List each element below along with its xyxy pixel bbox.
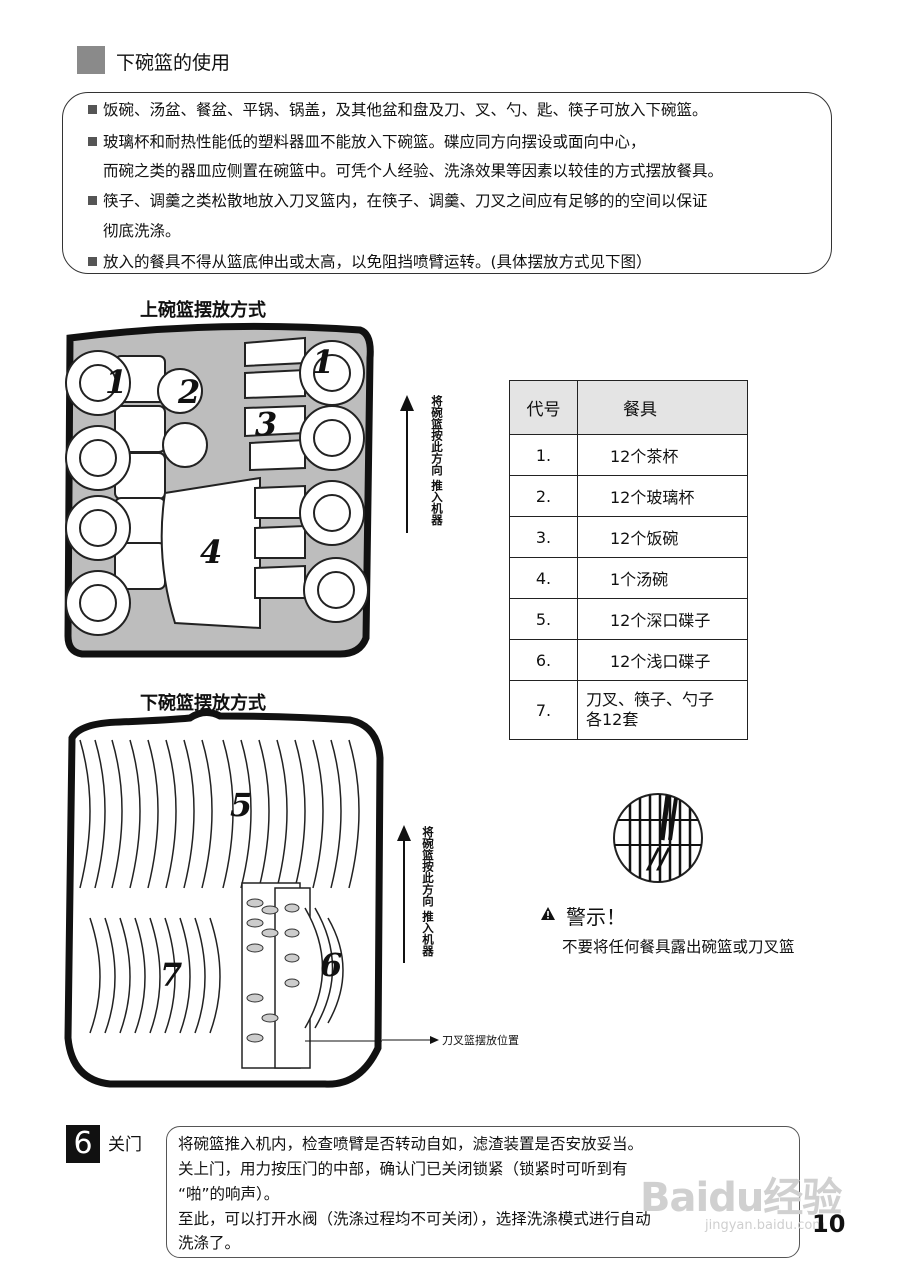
upper-basket-caption: 上碗篮摆放方式 bbox=[140, 300, 266, 321]
legend-code: 7. bbox=[509, 680, 578, 740]
cutlery-pointer-arrow-icon bbox=[382, 1036, 439, 1044]
push-direction-arrow-icon bbox=[397, 825, 411, 963]
legend-item: 刀叉、筷子、勺子 各12套 bbox=[577, 680, 748, 740]
table-row: 3. 12个饭碗 bbox=[509, 516, 748, 558]
legend-item: 12个深口碟子 bbox=[577, 598, 748, 640]
page-number: 10 bbox=[812, 1210, 846, 1238]
legend-item: 12个浅口碟子 bbox=[577, 639, 748, 681]
step-text-line: 将碗篮推入机内，检查喷臂是否转动自如，滤渣装置是否安放妥当。 bbox=[178, 1135, 644, 1153]
legend-code: 3. bbox=[509, 516, 578, 558]
legend-code: 4. bbox=[509, 557, 578, 599]
table-row: 4. 1个汤碗 bbox=[509, 557, 748, 599]
upper-arrow-text: 将碗篮按此方向 推入机器 bbox=[430, 395, 444, 526]
step-label: 关门 bbox=[108, 1135, 142, 1155]
note-item: 玻璃杯和耐热性能低的塑料器皿不能放入下碗篮。碟应同方向摆设或面向中心， bbox=[88, 132, 646, 152]
upper-label: 2 bbox=[177, 373, 200, 411]
push-direction-arrow-icon bbox=[400, 395, 414, 533]
lower-arrow-text: 将碗篮按此方向 推入机器 bbox=[421, 826, 435, 957]
watermark-url: jingyan.baidu.com bbox=[705, 1218, 825, 1233]
table-row: 7. 刀叉、筷子、勺子 各12套 bbox=[509, 680, 748, 740]
upper-label: 1 bbox=[312, 343, 334, 381]
table-row: 6. 12个浅口碟子 bbox=[509, 639, 748, 681]
upper-label: 3 bbox=[255, 405, 277, 443]
step-box bbox=[166, 1126, 800, 1258]
cutlery-basket-note: 刀叉篮摆放位置 bbox=[442, 1034, 519, 1047]
section-marker bbox=[77, 46, 105, 74]
bullet-icon bbox=[88, 257, 97, 266]
legend-header-row: 代号 餐具 bbox=[509, 380, 748, 435]
lower-basket-illustration: 5 7 6 bbox=[64, 709, 384, 1088]
table-row: 5. 12个深口碟子 bbox=[509, 598, 748, 640]
svg-text://: // bbox=[645, 842, 671, 875]
warning-title: 警示！ bbox=[566, 905, 626, 929]
notes-box bbox=[62, 92, 832, 274]
note-item-continued: 彻底洗涤。 bbox=[103, 222, 181, 240]
bullet-icon bbox=[88, 196, 97, 205]
lower-label: 7 bbox=[160, 956, 182, 994]
note-item-continued: 而碗之类的器皿应侧置在碗篮中。可凭个人经验、洗涤效果等因素以较佳的方式摆放餐具。 bbox=[103, 162, 724, 180]
legend-item: 12个茶杯 bbox=[577, 434, 748, 476]
lower-basket-caption: 下碗篮摆放方式 bbox=[140, 693, 266, 714]
step-text-line: “啪”的响声）。 bbox=[178, 1185, 280, 1203]
legend-item: 12个玻璃杯 bbox=[577, 475, 748, 517]
step-text-line: 洗涤了。 bbox=[178, 1234, 241, 1252]
legend-item: 1个汤碗 bbox=[577, 557, 748, 599]
section-title: 下碗篮的使用 bbox=[116, 52, 231, 74]
legend-item: 12个饭碗 bbox=[577, 516, 748, 558]
bullet-icon bbox=[88, 105, 97, 114]
step-text-line: 至此，可以打开水阀（洗涤过程均不可关闭），选择洗涤模式进行自动 bbox=[178, 1210, 651, 1228]
legend-code: 6. bbox=[509, 639, 578, 681]
legend-code: 1. bbox=[509, 434, 578, 476]
step-text-line: 关上门，用力按压门的中部，确认门已关闭锁紧（锁紧时可听到有 bbox=[178, 1160, 628, 1178]
legend-header-item: 餐具 bbox=[577, 380, 748, 435]
cutlery-detail-illustration: // bbox=[613, 793, 703, 883]
note-item: 饭碗、汤盆、餐盆、平锅、锅盖，及其他盆和盘及刀、叉、勺、匙、筷子可放入下碗篮。 bbox=[88, 100, 708, 120]
upper-label: 1 bbox=[105, 363, 127, 401]
legend-code: 2. bbox=[509, 475, 578, 517]
lower-label: 5 bbox=[230, 786, 252, 824]
lower-label: 6 bbox=[320, 946, 342, 984]
legend-table: 代号 餐具 1. 12个茶杯 2. 12个玻璃杯 3. 12个饭碗 4. 1个汤… bbox=[509, 380, 748, 740]
step-number: 6 bbox=[66, 1125, 100, 1163]
table-row: 2. 12个玻璃杯 bbox=[509, 475, 748, 517]
note-item: 放入的餐具不得从篮底伸出或太高，以免阻挡喷臂运转。(具体摆放方式见下图） bbox=[88, 252, 652, 272]
watermark-logo: Baidu经验 bbox=[640, 1175, 842, 1221]
upper-basket-illustration: 1 2 3 1 4 bbox=[64, 322, 374, 658]
warning-text: 不要将任何餐具露出碗篮或刀叉篮 bbox=[562, 938, 795, 956]
warning-triangle-icon bbox=[541, 907, 555, 920]
note-item: 筷子、调羹之类松散地放入刀叉篮内，在筷子、调羹、刀叉之间应有足够的的空间以保证 bbox=[88, 191, 708, 211]
legend-code: 5. bbox=[509, 598, 578, 640]
upper-label: 4 bbox=[200, 533, 222, 571]
bullet-icon bbox=[88, 137, 97, 146]
table-row: 1. 12个茶杯 bbox=[509, 434, 748, 476]
legend-header-code: 代号 bbox=[509, 380, 578, 435]
